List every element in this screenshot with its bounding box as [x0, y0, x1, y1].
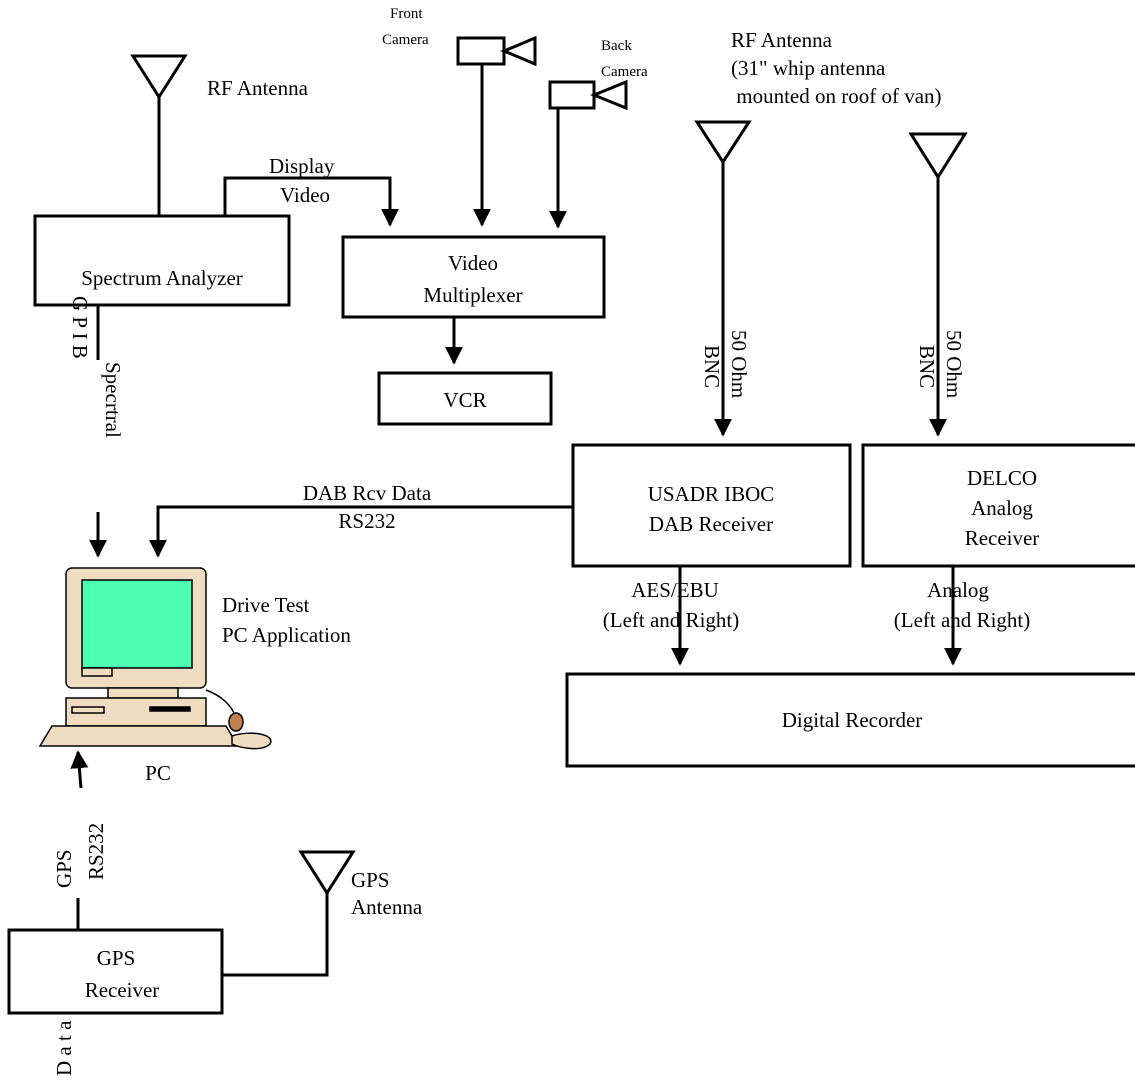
gps-antenna-icon	[301, 852, 353, 893]
rf-antenna-delco-icon	[911, 134, 965, 177]
digital-recorder-label: Digital Recorder	[782, 708, 923, 732]
bnc-usadr-label-1: 50 Ohm	[727, 330, 751, 398]
delco-label-1: DELCO	[967, 466, 1037, 490]
rf-antenna-left-label: RF Antenna	[207, 76, 309, 100]
keyboard-icon	[40, 726, 238, 746]
front-camera-lens-icon	[504, 38, 535, 64]
pc-screen	[82, 580, 192, 668]
front-camera-body	[458, 38, 504, 64]
bnc-usadr-label-2: BNC	[700, 345, 724, 388]
spectral-label: Specrtral	[101, 362, 125, 438]
video-mux-label-1: Video	[448, 251, 498, 275]
bnc-delco-label-2: BNC	[915, 345, 939, 388]
back-camera-label-1: Back	[601, 38, 632, 54]
gps-antenna-line	[222, 893, 327, 975]
usadr-label-2: DAB Receiver	[649, 512, 773, 536]
video-mux-label-2: Multiplexer	[423, 283, 522, 307]
gps-data-arrow	[78, 752, 81, 788]
delco-label-3: Receiver	[965, 526, 1040, 550]
spectrum-analyzer-label: Spectrum Analyzer	[81, 266, 243, 290]
back-camera-lens-icon	[594, 82, 626, 108]
spectrum-analyzer-box	[35, 216, 289, 305]
gps-data-label-gps: GPS	[52, 849, 76, 888]
gpib-label: G P I B	[68, 296, 92, 359]
aes-ebu-label-1: AES/EBU	[631, 578, 719, 602]
mouse-icon	[229, 713, 243, 731]
drive-test-label-2: PC Application	[222, 623, 351, 647]
rf-antenna-usadr-icon	[697, 122, 749, 162]
display-video-label-1: Display	[269, 154, 335, 178]
gps-receiver-label-2: Receiver	[85, 978, 160, 1002]
vcr-label: VCR	[443, 388, 486, 412]
display-video-label-2: Video	[280, 183, 330, 207]
front-camera-label-1: Front	[390, 6, 423, 22]
dab-rcv-label-1: DAB Rcv Data	[303, 481, 432, 505]
rf-antenna-right-label-2: (31" whip antenna	[731, 56, 886, 80]
bnc-delco-label-1: 50 Ohm	[942, 330, 966, 398]
gps-receiver-label-1: GPS	[97, 946, 136, 970]
usadr-label-1: USADR IBOC	[648, 482, 775, 506]
pc-label: PC	[145, 761, 171, 785]
gps-data-label-data: D a t a	[52, 1020, 76, 1076]
rf-antenna-right-label-1: RF Antenna	[731, 28, 833, 52]
rf-antenna-left-icon	[133, 56, 185, 97]
back-camera-body	[550, 82, 594, 108]
rf-antenna-right-label-3: mounted on roof of van)	[731, 84, 942, 108]
gps-data-label-rs232: RS232	[84, 823, 108, 880]
gps-antenna-label-2: Antenna	[351, 895, 423, 919]
gps-antenna-label-1: GPS	[351, 868, 390, 892]
dab-rcv-label-2: RS232	[338, 509, 395, 533]
drive-test-label-1: Drive Test	[222, 593, 310, 617]
delco-label-2: Analog	[971, 496, 1033, 520]
aes-ebu-label-2: (Left and Right)	[603, 608, 739, 632]
analog-label-2: (Left and Right)	[894, 608, 1030, 632]
back-camera-label-2: Camera	[601, 64, 648, 80]
analog-label-1: Analog	[927, 578, 989, 602]
front-camera-label-2: Camera	[382, 32, 429, 48]
